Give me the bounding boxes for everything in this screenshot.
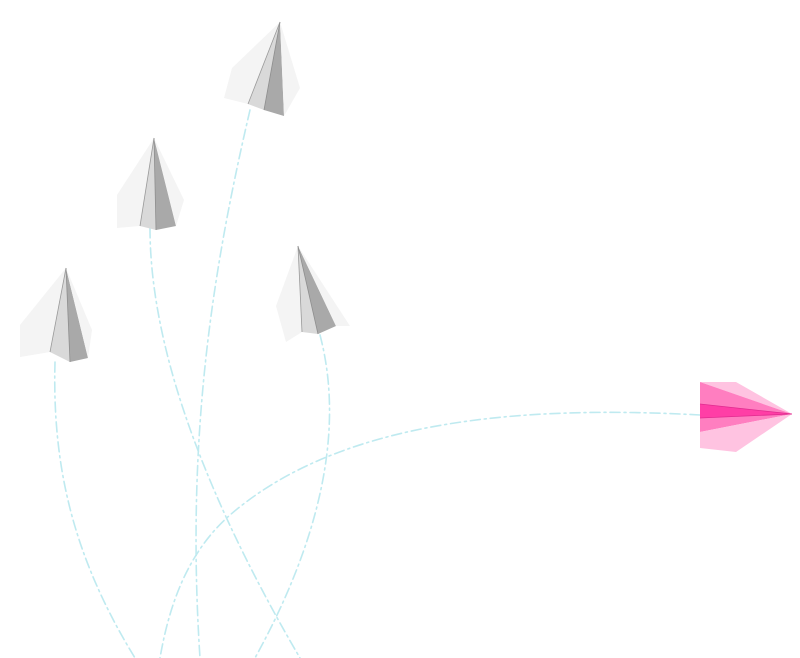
trail-plane-pink bbox=[159, 411, 701, 658]
trail-plane-1 bbox=[53, 361, 136, 658]
trail-plane-4 bbox=[254, 334, 331, 658]
paper-plane-white-1 bbox=[20, 267, 92, 363]
paper-plane-white-3 bbox=[224, 21, 300, 116]
paper-plane-white-2 bbox=[117, 137, 184, 231]
paper-plane-pink bbox=[699, 382, 793, 452]
flight-trails bbox=[53, 109, 701, 658]
trail-plane-3 bbox=[195, 109, 251, 658]
paper-plane-white-4 bbox=[276, 245, 350, 342]
trail-plane-2 bbox=[149, 227, 301, 658]
